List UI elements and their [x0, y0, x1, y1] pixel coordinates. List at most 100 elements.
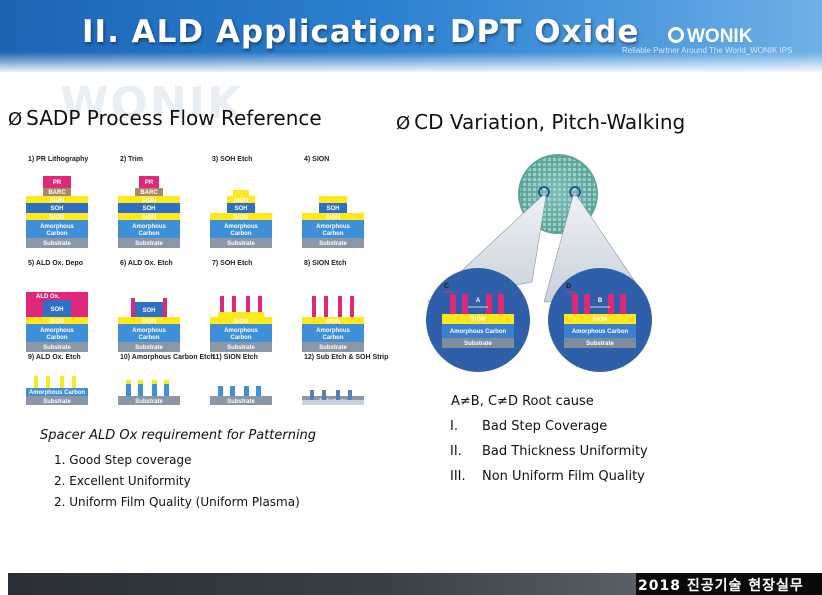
sadp-process-flow-diagram: 1) PR LithographySubstrateAmorphousCarbo… — [26, 156, 388, 405]
footer-text: 2018 진공기술 현장실무 — [638, 578, 804, 594]
barc-layer — [135, 188, 163, 196]
amorphous-label: Amorphous — [40, 224, 74, 230]
root-cause-item: II.Bad Thickness Uniformity — [450, 444, 648, 459]
sub-pattern-shape — [310, 390, 314, 400]
amorphous-carbon-layer — [564, 324, 636, 338]
amorphous-carbon-layer — [210, 220, 272, 238]
step-label: 12) Sub Etch & SOH Strip — [304, 354, 388, 361]
substrate-label: Substrate — [135, 345, 163, 351]
carbon-pattern-shape — [218, 386, 223, 396]
substrate-layer — [302, 400, 364, 405]
sion-top-label: SION — [234, 198, 249, 204]
sion-label: SION — [50, 215, 65, 221]
soh-layer — [118, 203, 180, 213]
amorphous-carbon-label: Amorphous Carbon — [572, 329, 629, 335]
barc-label: BARC — [48, 190, 66, 196]
substrate-layer — [118, 342, 180, 352]
sion-layer — [26, 213, 88, 220]
root-cause-item: I.Bad Step Coverage — [450, 419, 607, 434]
spacer-shape — [246, 296, 250, 317]
sadp-heading-text: SADP Process Flow Reference — [26, 106, 322, 130]
carbon-pattern-shape — [230, 386, 235, 396]
carbon-pattern-shape — [126, 384, 131, 396]
step-label: 1) PR Lithography — [28, 156, 88, 163]
carbon-label: Carbon — [231, 335, 252, 341]
sion-layer — [210, 213, 272, 220]
substrate-label: Substrate — [227, 241, 255, 247]
barc-layer — [43, 188, 71, 196]
substrate-layer — [564, 338, 636, 348]
sion-top-layer — [319, 196, 347, 203]
sion-layer — [210, 317, 272, 324]
sion-layer — [302, 317, 364, 324]
step-label: 11) SION Etch — [212, 354, 258, 361]
barc-label: BARC — [140, 190, 158, 196]
amorphous-label: Amorphous — [132, 224, 166, 230]
substrate-layer — [302, 342, 364, 352]
sion-label: SION — [234, 319, 249, 325]
amorphous-carbon-layer — [118, 324, 180, 342]
requirement-1: 1. Good Step coverage — [54, 453, 192, 467]
carbon-pattern-shape — [164, 384, 169, 396]
step-label: 2) Trim — [120, 156, 143, 163]
substrate-label: Substrate — [464, 341, 492, 347]
sion-top-layer — [26, 196, 88, 203]
soh-layer — [135, 302, 163, 317]
spacer-shape — [584, 294, 590, 314]
carbon-label: Carbon — [47, 231, 68, 237]
substrate-layer — [302, 238, 364, 248]
substrate-layer — [118, 396, 180, 405]
step-label: 6) ALD Ox. Etch — [120, 260, 173, 267]
cd-heading-text: CD Variation, Pitch-Walking — [414, 110, 686, 134]
substrate-label: Substrate — [319, 241, 347, 247]
spacer-shape — [220, 296, 224, 317]
step-label: 8) SION Etch — [304, 260, 346, 267]
root-cause-title: A≠B, C≠D Root cause — [451, 394, 594, 409]
substrate-layer — [210, 396, 272, 405]
spacer-shape — [258, 296, 262, 317]
root-cause-number: II. — [450, 444, 462, 459]
carbon-pattern-shape — [138, 384, 143, 396]
spacer-shape — [131, 298, 135, 317]
sion-label: SION — [326, 215, 341, 221]
spacer-shape — [498, 294, 504, 314]
sion-pattern-shape — [138, 380, 143, 384]
substrate-layer — [26, 238, 88, 248]
amorphous-carbon-layer — [302, 220, 364, 238]
substrate-label: Substrate — [319, 345, 347, 351]
substrate-layer — [210, 342, 272, 352]
soh-label: SOH — [50, 307, 63, 313]
root-cause-item: III. Non Uniform Film Quality — [450, 469, 645, 484]
spacer-shape — [163, 298, 167, 317]
sion-label: SION — [234, 215, 249, 221]
sion-layer — [26, 317, 88, 324]
carbon-label: Carbon — [139, 231, 160, 237]
amorphous-label: Amorphous — [316, 328, 350, 334]
carbon-label: Carbon — [47, 335, 68, 341]
dimension-label: B — [598, 298, 603, 304]
sion-layer — [118, 213, 180, 220]
sion-pattern-shape — [152, 380, 157, 384]
sion-layer — [118, 317, 180, 324]
step-label: 10) Amorphous Carbon Etch — [120, 354, 215, 361]
amorphous-label: Amorphous — [224, 224, 258, 230]
root-cause-number: III. — [450, 469, 466, 484]
step-label: 4) SION — [304, 156, 329, 163]
sion-pattern-shape — [60, 376, 64, 388]
root-cause-number: I. — [450, 419, 458, 434]
requirement-2: 2. Excellent Uniformity — [54, 474, 191, 488]
root-cause-text: Non Uniform Film Quality — [482, 469, 645, 484]
step-label: 9) ALD Ox. Etch — [28, 354, 81, 361]
sion-label: SION — [326, 319, 341, 325]
spacer-shape — [232, 296, 236, 317]
company-logo: WONIK — [668, 26, 752, 48]
step-label: 7) SOH Etch — [212, 260, 252, 267]
logo-text: WONIK — [687, 26, 753, 47]
background-watermark: WONIK — [60, 78, 244, 129]
amorphous-carbon-layer — [302, 324, 364, 342]
substrate-label: Substrate — [43, 345, 71, 351]
carbon-label: Carbon — [231, 231, 252, 237]
amorphous-carbon-layer — [210, 324, 272, 342]
